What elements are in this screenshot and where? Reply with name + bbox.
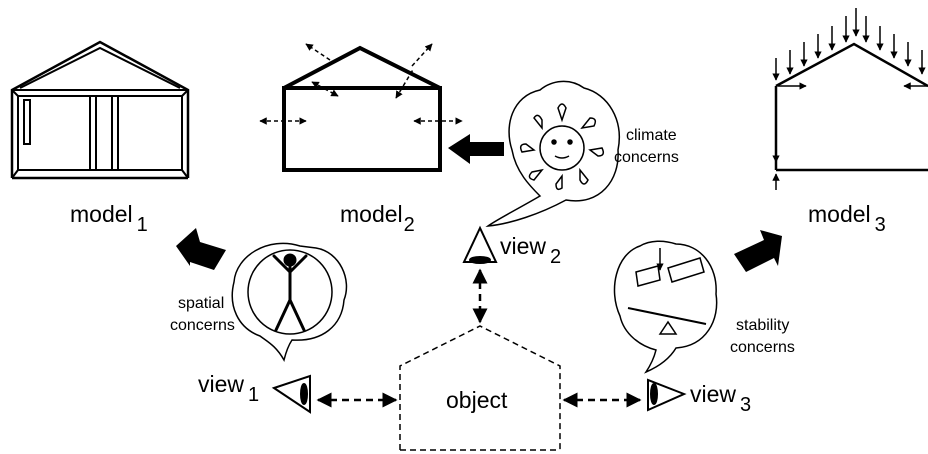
model2-thermal-drawing: [259, 43, 463, 172]
climate-concerns-label: climate concerns: [614, 127, 681, 166]
object-house-outline: [399, 325, 561, 451]
human-figure-icon: [272, 253, 308, 332]
climate-concerns-bubble: [485, 80, 620, 227]
model3-structure-drawing: [772, 8, 928, 190]
object-label: object: [446, 387, 508, 413]
stability-concerns-label: stability concerns: [730, 317, 795, 356]
spatial-concerns-bubble: [231, 242, 348, 362]
view1-eye-icon: [271, 374, 311, 414]
view2-eye-icon: [462, 225, 498, 264]
sun-icon: [519, 103, 605, 191]
arrow-to-model3: [734, 230, 782, 272]
spatial-concerns-label: spatial concerns: [170, 295, 235, 334]
model1-house-drawing: [10, 40, 190, 180]
arrow-to-model1: [176, 228, 226, 270]
stability-concerns-bubble: [613, 240, 718, 374]
model2-label: model2: [340, 201, 415, 236]
arrow-to-model2: [448, 134, 504, 164]
view3-eye-icon: [647, 378, 687, 412]
view-connectors: [316, 268, 642, 408]
